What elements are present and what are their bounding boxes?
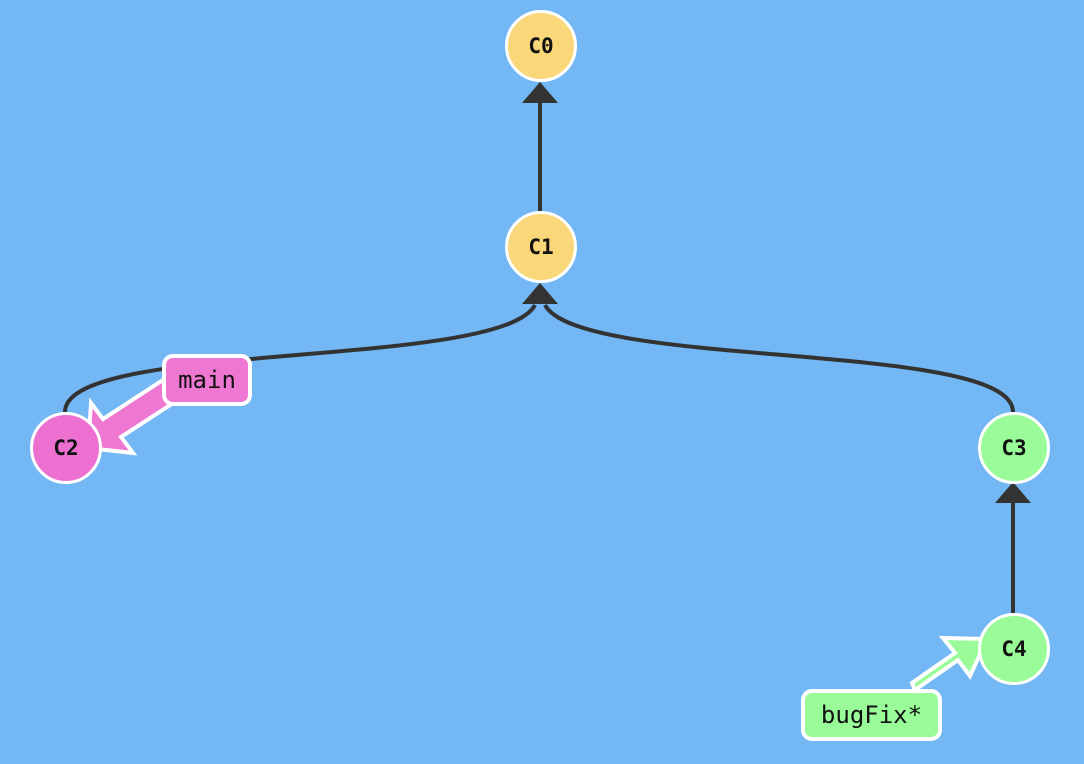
commit-label-c3: C3 — [1001, 436, 1027, 460]
commit-label-c2: C2 — [53, 436, 79, 460]
edge-arrow-c0 — [522, 82, 558, 103]
commit-node-c0[interactable]: C0 — [505, 10, 577, 82]
edge-c2-c1 — [63, 303, 537, 413]
edge-c3-c1 — [543, 303, 1015, 413]
branch-tag-bugfix[interactable]: bugFix* — [801, 689, 942, 741]
commit-node-c3[interactable]: C3 — [978, 412, 1050, 484]
commit-node-c4[interactable]: C4 — [978, 613, 1050, 685]
commit-node-c2[interactable]: C2 — [30, 412, 102, 484]
branch-name-main: main — [178, 366, 236, 394]
bugfix-branch-pointer — [909, 635, 991, 694]
branch-name-bugfix: bugFix* — [820, 701, 923, 729]
commit-label-c4: C4 — [1001, 637, 1027, 661]
commit-label-c1: C1 — [528, 235, 554, 259]
edge-arrow-c1 — [522, 283, 558, 304]
branch-tag-main[interactable]: main — [162, 354, 252, 406]
edge-arrow-c3 — [995, 482, 1031, 503]
commit-node-c1[interactable]: C1 — [505, 211, 577, 283]
commit-label-c0: C0 — [528, 34, 554, 58]
